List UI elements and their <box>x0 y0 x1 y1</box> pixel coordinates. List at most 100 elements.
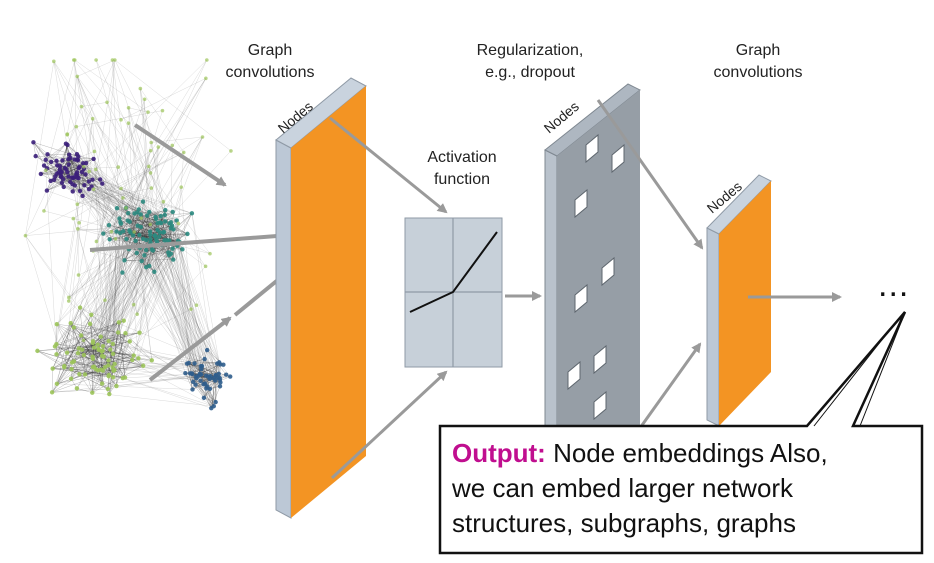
network-node <box>75 202 80 207</box>
network-edge <box>101 351 134 356</box>
network-node <box>204 347 210 353</box>
network-edge <box>64 167 172 229</box>
network-edge <box>51 368 53 393</box>
network-node <box>143 264 149 270</box>
network-node <box>65 132 70 136</box>
network-edge <box>74 59 149 113</box>
network-node <box>79 169 85 175</box>
network-node <box>64 350 70 355</box>
network-edge <box>33 142 51 182</box>
network-node <box>139 216 144 220</box>
network-node <box>77 221 81 225</box>
network-edge <box>111 216 156 233</box>
network-node <box>180 247 185 252</box>
network-edge <box>64 359 133 367</box>
network-edge <box>91 314 152 361</box>
network-edge <box>25 152 184 236</box>
network-edge <box>91 314 93 393</box>
network-edge <box>155 218 193 390</box>
network-edge <box>46 177 73 191</box>
network-node <box>43 157 48 163</box>
network-edge <box>52 368 109 376</box>
network-edge <box>70 322 109 366</box>
network-edge <box>74 159 170 256</box>
output-keyword: Output: <box>452 438 546 468</box>
network-edge <box>103 233 170 256</box>
network-node <box>90 339 96 344</box>
network-node <box>217 384 223 389</box>
network-node <box>124 236 129 242</box>
network-node <box>68 320 73 326</box>
network-node <box>206 374 211 379</box>
network-edge <box>122 232 161 273</box>
network-edge <box>100 332 140 337</box>
network-node <box>35 348 40 354</box>
network-node <box>87 321 93 327</box>
network-edge <box>52 369 115 393</box>
network-edge <box>81 102 108 107</box>
network-edge <box>187 363 231 377</box>
network-edge <box>122 272 210 379</box>
network-edge <box>71 368 109 376</box>
network-edge <box>73 327 93 393</box>
network-edge <box>128 107 156 217</box>
network-node <box>76 273 81 277</box>
network-node <box>93 366 98 372</box>
network-node <box>61 184 66 190</box>
network-edge <box>91 78 207 315</box>
network-node <box>69 360 75 365</box>
network-edge <box>97 344 196 385</box>
network-edge <box>67 144 85 169</box>
network-edge <box>112 332 119 368</box>
network-edge <box>67 144 170 241</box>
network-node <box>54 342 59 347</box>
network-edge <box>56 323 119 333</box>
network-edge <box>73 177 170 224</box>
network-edge <box>92 383 103 393</box>
network-edge <box>140 88 166 211</box>
network-node <box>105 386 111 392</box>
graph-conv-layer-1: Nodes <box>275 77 367 519</box>
network-edge <box>68 222 162 298</box>
network-node <box>55 163 60 168</box>
network-edge <box>92 228 172 359</box>
network-node <box>223 372 229 377</box>
network-edge <box>56 343 95 348</box>
network-edge <box>70 333 126 379</box>
network-node <box>201 382 206 387</box>
network-edge <box>101 248 173 352</box>
network-node <box>136 207 142 212</box>
network-node <box>126 210 131 216</box>
network-node <box>163 207 168 213</box>
network-edge <box>79 365 144 375</box>
network-edge <box>64 136 203 367</box>
network-edge <box>98 349 152 361</box>
input-network-graph <box>23 58 233 411</box>
network-node <box>170 246 175 251</box>
network-edge <box>107 374 202 390</box>
network-node <box>170 209 175 215</box>
network-edge <box>70 335 82 379</box>
network-edge <box>116 208 158 231</box>
network-edge <box>45 59 76 171</box>
network-node <box>23 233 28 238</box>
network-edge <box>141 233 188 262</box>
network-edge <box>95 169 114 344</box>
network-edge <box>136 252 214 379</box>
network-node <box>160 230 166 235</box>
network-edge <box>78 156 127 240</box>
network-edge <box>144 147 159 256</box>
network-node <box>91 187 96 191</box>
network-edge <box>64 367 126 378</box>
network-edge <box>50 180 85 186</box>
network-edge <box>95 169 168 241</box>
network-node <box>59 180 65 186</box>
network-node <box>100 181 105 186</box>
network-edge <box>64 323 91 367</box>
network-edge <box>116 208 161 233</box>
network-node <box>156 145 161 149</box>
network-node <box>81 352 87 358</box>
network-edge <box>51 239 110 393</box>
network-node <box>54 381 60 387</box>
network-node <box>98 334 103 339</box>
